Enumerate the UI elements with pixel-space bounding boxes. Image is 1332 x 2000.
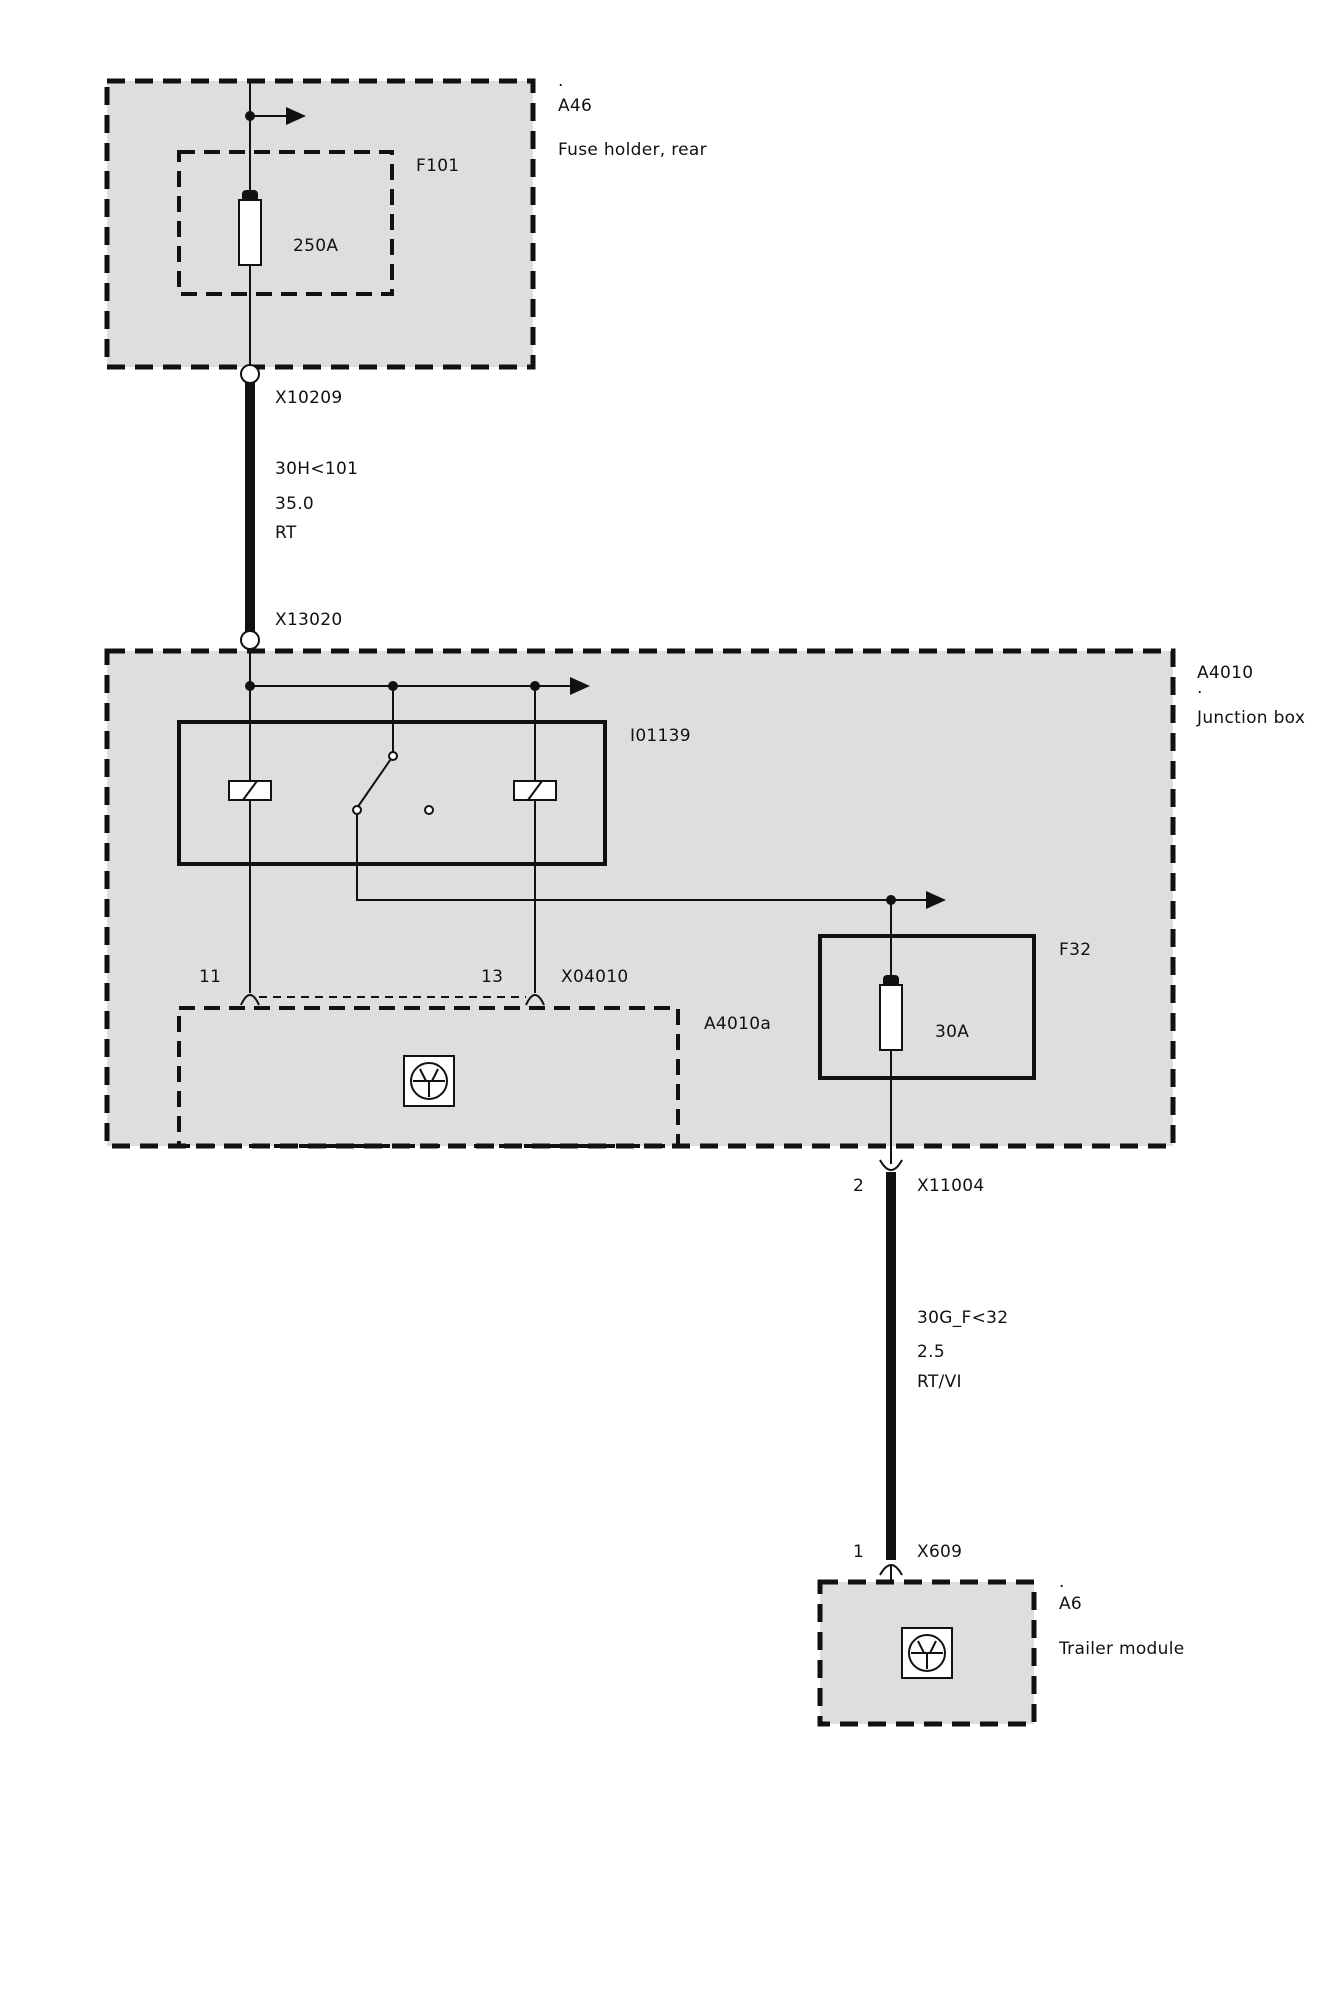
a4010a-electronic-icon bbox=[403, 1055, 455, 1107]
a6-electronic-icon bbox=[901, 1627, 953, 1679]
lower-wire-gauge: 2.5 bbox=[917, 1342, 945, 1362]
f32-rating: 30A bbox=[935, 1022, 969, 1042]
upper-wire-gauge: 35.0 bbox=[275, 494, 314, 514]
x04010-pin-11-socket[interactable] bbox=[240, 994, 260, 1006]
x11004-pin: 2 bbox=[853, 1176, 864, 1196]
upper-wire-color: RT bbox=[275, 523, 297, 543]
x04010-label: X04010 bbox=[561, 967, 629, 987]
connector-x10209[interactable] bbox=[240, 364, 260, 384]
x04010-pin-13-socket[interactable] bbox=[525, 994, 545, 1006]
a4010-label: A4010 bbox=[1197, 663, 1253, 683]
x10209-label: X10209 bbox=[275, 388, 343, 408]
f32-fuse-box[interactable] bbox=[818, 934, 1036, 1080]
relay-switch-blade bbox=[356, 755, 394, 809]
a4010-name: Junction box bbox=[1196, 708, 1305, 728]
a6-dot: . bbox=[1059, 1572, 1065, 1592]
a4010-dot: . bbox=[1197, 678, 1203, 698]
relay-contact-common bbox=[352, 805, 362, 815]
a4010-junction-box[interactable] bbox=[104, 648, 1176, 1149]
a4010a-label: A4010a bbox=[704, 1014, 771, 1034]
a46-fuse-holder-box[interactable] bbox=[104, 78, 536, 370]
lower-wire-signal: 30G_F<32 bbox=[917, 1308, 1008, 1328]
a46-label: A46 bbox=[558, 96, 592, 116]
relay-contact-top bbox=[388, 751, 398, 761]
upper-wire-signal: 30H<101 bbox=[275, 459, 358, 479]
a46-branch-arrow bbox=[286, 107, 306, 125]
a6-name: Trailer module bbox=[1058, 1639, 1185, 1659]
relay-label: I01139 bbox=[630, 726, 691, 746]
connector-x609[interactable] bbox=[879, 1564, 903, 1576]
x609-label: X609 bbox=[917, 1542, 962, 1562]
x13020-label: X13020 bbox=[275, 610, 343, 630]
relay-coil-left-slash bbox=[242, 780, 258, 801]
relay-output-wire bbox=[356, 814, 928, 901]
x04010-pin-11: 11 bbox=[199, 967, 221, 987]
x609-pin: 1 bbox=[853, 1542, 864, 1562]
f32-label: F32 bbox=[1059, 940, 1091, 960]
f101-fuse-box bbox=[177, 150, 394, 296]
relay-output-arrow bbox=[926, 891, 946, 909]
a46-name: Fuse holder, rear bbox=[558, 140, 707, 160]
relay-contact-open bbox=[424, 805, 434, 815]
f101-label: F101 bbox=[416, 156, 459, 176]
bus-dot-1 bbox=[245, 681, 255, 691]
f101-fuse-element bbox=[238, 199, 262, 266]
a46-dot: . bbox=[558, 71, 564, 91]
connector-x11004[interactable] bbox=[879, 1159, 903, 1171]
x04010-pin-13: 13 bbox=[481, 967, 503, 987]
a6-label: A6 bbox=[1059, 1594, 1082, 1614]
connector-x13020[interactable] bbox=[240, 630, 260, 650]
lower-wire-color: RT/VI bbox=[917, 1372, 962, 1392]
relay-coil-right-slash bbox=[527, 780, 543, 801]
f32-fuse-element bbox=[879, 984, 903, 1051]
bus-arrow bbox=[570, 677, 590, 695]
a4010a-module-box[interactable] bbox=[177, 1006, 680, 1148]
x11004-label: X11004 bbox=[917, 1176, 985, 1196]
f101-rating: 250A bbox=[293, 236, 338, 256]
